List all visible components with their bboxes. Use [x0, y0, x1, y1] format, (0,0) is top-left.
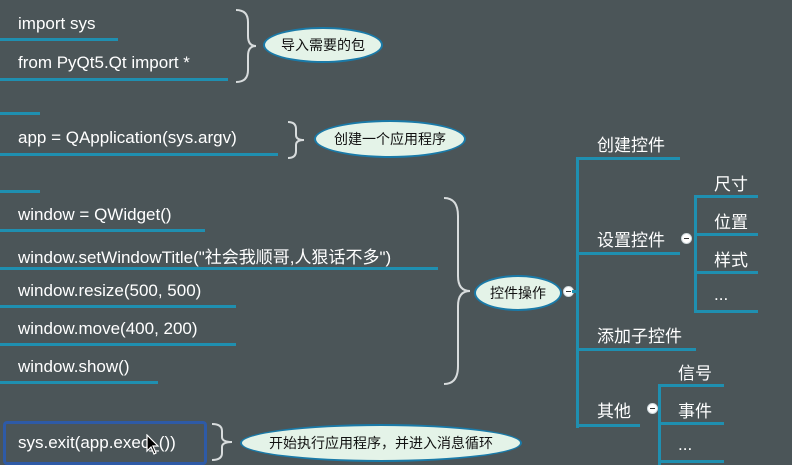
node-add-child-widget[interactable]: 添加子控件	[597, 327, 682, 346]
node-underline	[658, 460, 724, 463]
code-underline	[0, 229, 205, 232]
brace-app	[287, 121, 305, 159]
sub-branch-trunk	[694, 196, 697, 312]
code-line-resize: window.resize(500, 500)	[18, 281, 202, 300]
code-underline	[0, 38, 118, 41]
node-signal[interactable]: 信号	[678, 364, 712, 383]
node-underline	[576, 348, 696, 351]
node-create-widget[interactable]: 创建控件	[597, 136, 665, 155]
node-underline	[658, 384, 724, 387]
branch-connector	[572, 290, 578, 293]
mouse-cursor-icon	[146, 434, 160, 455]
code-line-show: window.show()	[18, 357, 130, 376]
bubble-widget-operations: 控件操作	[474, 275, 562, 311]
code-underline	[0, 343, 236, 346]
code-underline	[0, 153, 278, 156]
brace-widget-ops	[443, 197, 471, 385]
node-event[interactable]: 事件	[678, 402, 712, 421]
sub-branch-trunk	[658, 385, 661, 465]
code-underline	[0, 267, 438, 270]
code-line-import-sys: import sys	[18, 14, 96, 33]
node-underline	[576, 157, 680, 160]
code-underline	[0, 305, 236, 308]
code-underline	[0, 112, 40, 115]
node-size[interactable]: 尺寸	[714, 175, 748, 194]
node-more-other[interactable]: ...	[678, 435, 693, 454]
brace-exit	[211, 423, 233, 461]
code-line-move: window.move(400, 200)	[18, 319, 198, 338]
node-other[interactable]: 其他	[597, 402, 631, 421]
code-line-set-title: window.setWindowTitle("社会我顺哥,人狠话不多")	[18, 248, 392, 267]
branch-trunk	[576, 158, 579, 428]
code-line-qapplication: app = QApplication(sys.argv)	[18, 128, 237, 147]
code-line-qwidget: window = QWidget()	[18, 205, 172, 224]
node-style[interactable]: 样式	[714, 251, 748, 270]
brace-imports	[235, 9, 257, 83]
node-underline	[576, 252, 680, 255]
node-underline	[694, 271, 758, 274]
node-underline	[694, 195, 758, 198]
code-line-import-pyqt: from PyQt5.Qt import *	[18, 53, 190, 72]
node-more-settings[interactable]: ...	[714, 285, 729, 304]
collapse-icon[interactable]	[647, 403, 658, 414]
code-underline	[0, 381, 158, 384]
bubble-start-event-loop: 开始执行应用程序，并进入消息循环	[240, 424, 522, 462]
collapse-icon[interactable]	[681, 233, 692, 244]
code-underline	[0, 190, 40, 193]
node-underline	[658, 422, 724, 425]
node-underline	[694, 310, 758, 313]
bubble-import-packages: 导入需要的包	[263, 27, 383, 63]
bubble-create-app: 创建一个应用程序	[314, 120, 466, 158]
node-underline	[576, 424, 640, 427]
selected-code-box[interactable]	[3, 421, 207, 465]
node-configure-widget[interactable]: 设置控件	[597, 231, 665, 250]
node-position[interactable]: 位置	[714, 213, 748, 232]
code-line-sys-exit[interactable]: sys.exit(app.exec_())	[18, 433, 176, 452]
code-underline	[0, 78, 228, 81]
node-underline	[694, 233, 758, 236]
